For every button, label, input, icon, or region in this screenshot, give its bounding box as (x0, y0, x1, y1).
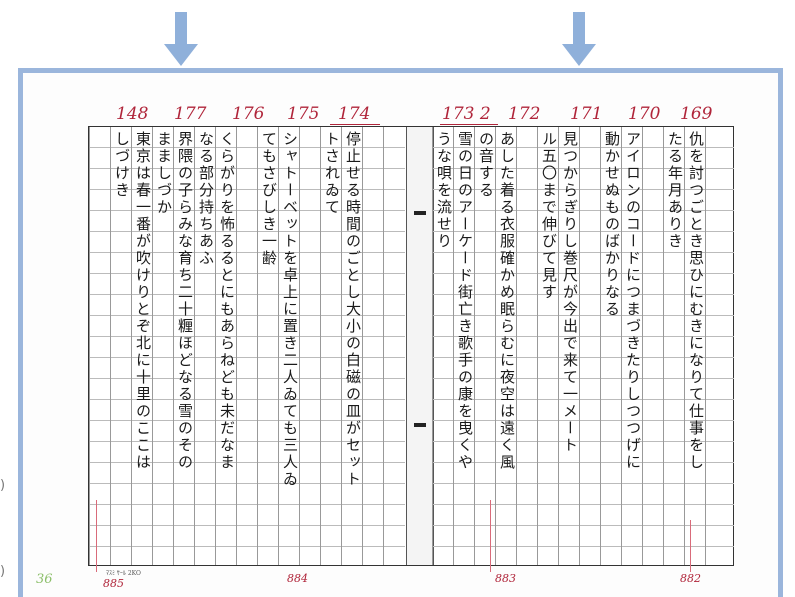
manuscript-column (579, 127, 601, 565)
verse-line: 界隈の子らみな育ち二十糎ほどなる雪のその (176, 131, 194, 471)
down-arrow-icon (164, 12, 198, 66)
manuscript-column: 停止せる時間のごとし大小の白磁の皿がセット (341, 127, 363, 565)
manuscript-column: くらがりを怖るるとにもあらねども未だなま (215, 127, 237, 565)
center-gutter (406, 127, 434, 565)
verse-line: 仇を討つごとき思ひにむきになりて仕事をし (687, 131, 705, 471)
manuscript-column (383, 127, 405, 565)
manuscript-column: 動かせぬものばかりなる (600, 127, 622, 565)
manuscript-column: 界隈の子らみな育ち二十糎ほどなる雪のその (173, 127, 195, 565)
manuscript-column (89, 127, 111, 565)
column-number: 174 (338, 104, 371, 124)
underline (440, 124, 498, 125)
down-arrow-icon (562, 12, 596, 66)
manuscript-column: 見つからぎりし巻尺が今出で来て一メート (558, 127, 580, 565)
manuscript-column: うな唄を流せり (432, 127, 454, 565)
manuscript-column: なる部分持ちあふ (194, 127, 216, 565)
margin-rule (96, 500, 97, 572)
column-number: 171 (570, 104, 603, 124)
edge-mark: ) (0, 564, 6, 579)
manuscript-column: たる年月ありき (663, 127, 685, 565)
verse-line: トされゐて (323, 131, 341, 216)
manuscript-column (362, 127, 384, 565)
verse-line: の音する (477, 131, 495, 199)
underline (330, 124, 380, 125)
column-number: 176 (232, 104, 265, 124)
manuscript-column (299, 127, 321, 565)
manuscript-column: まましづか (152, 127, 174, 565)
footer-mark: 882 (680, 572, 701, 585)
verse-line: てもさびしき一齢 (260, 131, 278, 267)
verse-line: 動かせぬものばかりなる (603, 131, 621, 318)
manuscript-column: しづけき (110, 127, 132, 565)
footer-mark: 884 (287, 572, 308, 585)
manuscript-column: トされゐて (320, 127, 342, 565)
verse-line: くらがりを怖るるとにもあらねども未だなま (218, 131, 236, 471)
verse-line: 雪の日のアーケード街亡き歌手の康を曳くや (456, 131, 474, 471)
verse-line: 東京は春一番が吹けりとぞ北に十里のここは (134, 131, 152, 471)
manuscript-column: てもさびしき一齢 (257, 127, 279, 565)
column-number: 172 (508, 104, 541, 124)
manuscript-column (516, 127, 538, 565)
manuscript-sheet: しづけき 東京は春一番が吹けりとぞ北に十里のここは まましづか 界隈の子らみな育… (88, 126, 734, 566)
manuscript-column: アイロンのコードにつまづきたりしつつげに (621, 127, 643, 565)
column-number: 169 (680, 104, 713, 124)
footer-imprint: ﾏｽﾐ ｻｰﾙ 2KO (106, 570, 141, 577)
manuscript-column: 雪の日のアーケード街亡き歌手の康を曳くや (453, 127, 475, 565)
manuscript-column (642, 127, 664, 565)
verse-line: まましづか (155, 131, 173, 216)
margin-rule (690, 520, 691, 572)
edge-mark: ) (0, 478, 6, 493)
manuscript-column: ル五〇まで伸びて見す (537, 127, 559, 565)
verse-line: アイロンのコードにつまづきたりしつつげに (624, 131, 642, 471)
column-number: 177 (174, 104, 207, 124)
manuscript-column (236, 127, 258, 565)
margin-rule (490, 500, 491, 572)
column-number: 148 (116, 104, 149, 124)
verse-line: あした着る衣服確かめ眠らむに夜空は遠く風 (498, 131, 516, 471)
verse-line: たる年月ありき (666, 131, 684, 250)
gutter-mark (414, 423, 426, 427)
manuscript-column: 仇を討つごとき思ひにむきになりて仕事をし (684, 127, 706, 565)
manuscript-column (705, 127, 734, 565)
manuscript-column: 東京は春一番が吹けりとぞ北に十里のここは (131, 127, 153, 565)
footer-mark: 885 (103, 577, 124, 590)
manuscript-column: の音する (474, 127, 496, 565)
manuscript-column: シャトーベットを卓上に置き二人ゐても三人ゐ (278, 127, 300, 565)
verse-line: 見つからぎりし巻尺が今出で来て一メート (561, 131, 579, 454)
verse-line: うな唄を流せり (435, 131, 453, 250)
verse-line: 停止せる時間のごとし大小の白磁の皿がセット (344, 131, 362, 488)
verse-line: なる部分持ちあふ (197, 131, 215, 267)
verse-line: ル五〇まで伸びて見す (540, 131, 558, 301)
gutter-mark (414, 211, 426, 215)
verse-line: シャトーベットを卓上に置き二人ゐても三人ゐ (281, 131, 299, 488)
manuscript-column: あした着る衣服確かめ眠らむに夜空は遠く風 (495, 127, 517, 565)
column-number: 175 (287, 104, 320, 124)
verse-line: しづけき (113, 131, 131, 199)
footer-mark: 883 (495, 572, 516, 585)
footer-mark: 36 (36, 572, 53, 587)
column-number: 173 2 (442, 104, 491, 124)
column-number: 170 (628, 104, 661, 124)
